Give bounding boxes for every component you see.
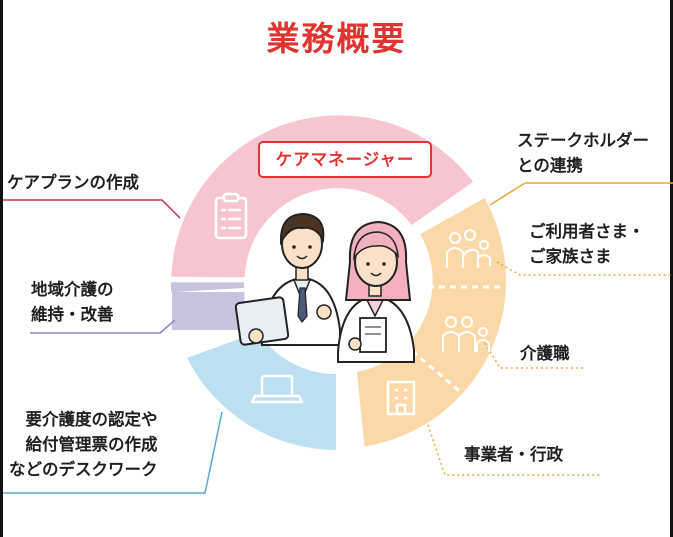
- label-line: ご利用者さま・: [529, 222, 645, 241]
- label-line: ご家族さま: [529, 247, 612, 266]
- label-line: 維持・改善: [31, 305, 114, 324]
- pink-segment: [171, 115, 474, 278]
- leader-line-family: [496, 261, 673, 276]
- leader-line-business: [427, 424, 600, 476]
- left-border: [0, 0, 3, 537]
- label-careplan: ケアプランの作成: [7, 170, 139, 195]
- label-community-care: 地域介護の 維持・改善: [31, 277, 114, 327]
- right-border: [670, 0, 673, 537]
- label-caregivers: 介護職: [520, 341, 570, 366]
- family-icon: [446, 229, 491, 268]
- label-line: 給付管理票の作成: [25, 435, 158, 454]
- label-line: ケアプランの作成: [7, 173, 139, 192]
- label-line: 介護職: [520, 344, 570, 363]
- label-line: 要介護度の認定や: [25, 410, 158, 429]
- label-line: との連携: [517, 156, 583, 175]
- label-line: 地域介護の: [31, 280, 114, 299]
- label-deskwork: 要介護度の認定や 給付管理票の作成 などのデスクワーク: [9, 407, 158, 482]
- purple-segment-band: [172, 292, 245, 330]
- leader-line-stakeholder: [489, 182, 673, 206]
- label-line: 事業者・行政: [464, 445, 563, 464]
- label-users-families: ご利用者さま・ ご家族さま: [529, 219, 645, 269]
- leader-line-deskwork: [3, 411, 223, 494]
- caregivers-icon: [442, 316, 490, 352]
- label-business-government: 事業者・行政: [464, 442, 563, 467]
- label-stakeholder: ステークホルダー との連携: [517, 128, 649, 178]
- laptop-icon: [250, 374, 304, 404]
- label-line: などのデスクワーク: [9, 460, 158, 479]
- label-line: ステークホルダー: [517, 131, 649, 150]
- page-title: 業務概要: [266, 19, 407, 58]
- leader-line-caregivers: [484, 342, 585, 369]
- orange-segment: [356, 198, 507, 447]
- leader-line-community: [30, 319, 176, 334]
- building-icon: [386, 380, 416, 416]
- business-people-illustration: [234, 212, 415, 363]
- center-role-badge: ケアマネージャー: [258, 141, 432, 178]
- clipboard-icon: [214, 192, 248, 240]
- leader-line-careplan: [3, 199, 181, 219]
- purple-segment: [171, 282, 245, 293]
